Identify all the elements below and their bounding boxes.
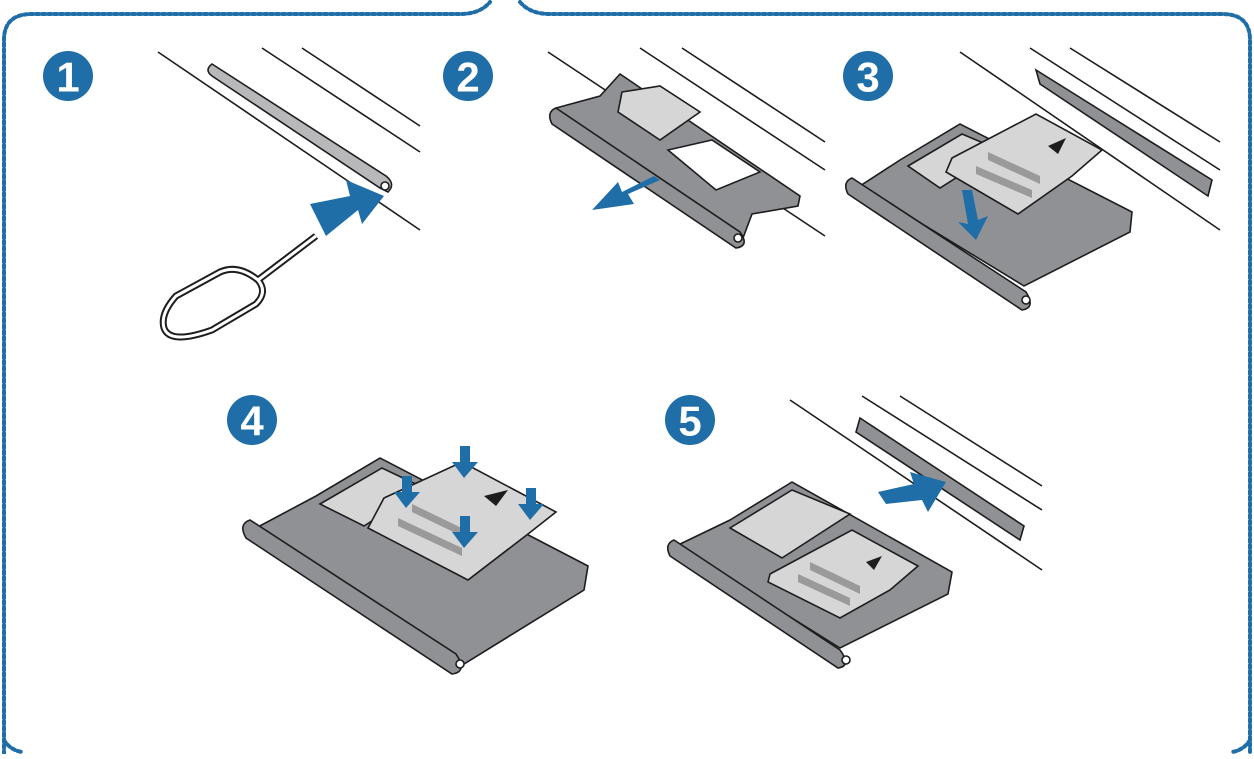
step-3-number: 3 [856, 54, 879, 101]
card-press-down-icon [242, 457, 589, 675]
step-5: 5 [665, 395, 1043, 669]
tray-pull-out-icon [547, 47, 826, 249]
pull-arrow-icon [592, 176, 660, 210]
card-place-in-tray-icon [844, 47, 1221, 311]
push-arrow-icon [310, 180, 384, 236]
eject-pin-insert-icon [157, 47, 421, 341]
step-4-badge: 4 [227, 395, 277, 445]
step-3-badge: 3 [843, 51, 893, 101]
press-arrows-icon [394, 446, 544, 548]
sd-card-contacts [398, 504, 470, 556]
step-5-badge: 5 [665, 395, 715, 445]
step-5-number: 5 [678, 398, 701, 445]
step-1: 1 [43, 47, 421, 341]
step-1-number: 1 [56, 54, 79, 101]
down-arrow-icon [958, 190, 988, 240]
sd-card-contacts [976, 152, 1040, 198]
step-1-badge: 1 [43, 51, 93, 101]
step-2-number: 2 [456, 54, 479, 101]
step-4: 4 [227, 395, 589, 675]
step-2-badge: 2 [443, 51, 493, 101]
step-3: 3 [843, 47, 1221, 311]
push-in-arrow-icon [878, 472, 946, 512]
sd-card-contacts [798, 562, 860, 606]
tray-insert-icon [666, 395, 1043, 669]
step-4-number: 4 [240, 398, 264, 445]
step-2: 2 [443, 47, 826, 249]
